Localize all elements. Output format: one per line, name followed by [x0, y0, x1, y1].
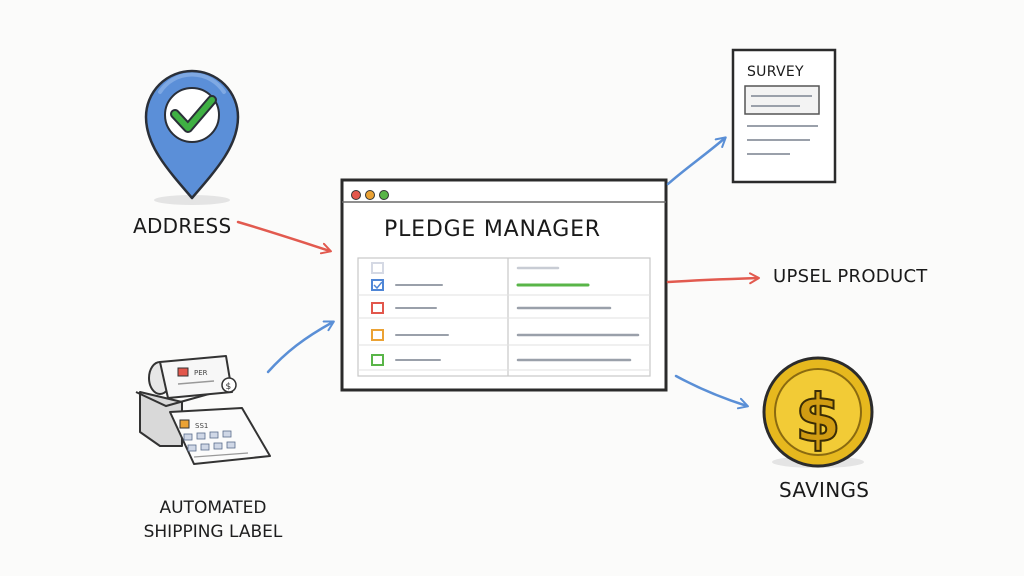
pledge-manager-window — [340, 178, 668, 392]
survey-label: SURVEY — [747, 64, 804, 80]
shipping-label-caption: AUTOMATED SHIPPING LABEL — [138, 496, 288, 544]
shipping-label-line2: SHIPPING LABEL — [143, 522, 283, 542]
dollar-coin-icon: $ — [762, 356, 874, 468]
window-close-dot — [351, 190, 361, 200]
map-pin-check-icon — [144, 69, 240, 205]
savings-label: SAVINGS — [779, 478, 870, 502]
arrow-address-to-manager — [236, 220, 332, 255]
row-checkbox — [371, 279, 384, 291]
window-minimize-dot — [365, 190, 375, 200]
label-printer-icon: PER $ SS1 — [135, 355, 271, 465]
arrow-manager-to-savings — [674, 374, 749, 410]
checkbox-tick — [373, 281, 383, 290]
label-code: SS1 — [195, 422, 208, 430]
address-label: ADDRESS — [133, 214, 232, 238]
pledge-manager-title: PLEDGE MANAGER — [384, 217, 601, 242]
shipping-label-line1: AUTOMATED — [159, 498, 267, 518]
svg-text:$: $ — [226, 382, 232, 392]
arrow-manager-to-survey — [666, 136, 727, 186]
dollar-symbol: $ — [795, 380, 841, 457]
arrow-shipping-to-manager — [266, 320, 335, 374]
window-maximize-dot — [379, 190, 389, 200]
upsell-product-label: UPSEL PRODUCT — [773, 266, 928, 287]
row-checkbox — [371, 329, 384, 341]
survey-form-icon — [731, 48, 837, 184]
arrow-manager-to-upsell — [666, 272, 760, 285]
row-checkbox — [371, 302, 384, 314]
row-checkbox — [371, 262, 384, 274]
row-checkbox — [371, 354, 384, 366]
receipt-code: PER — [194, 369, 208, 377]
